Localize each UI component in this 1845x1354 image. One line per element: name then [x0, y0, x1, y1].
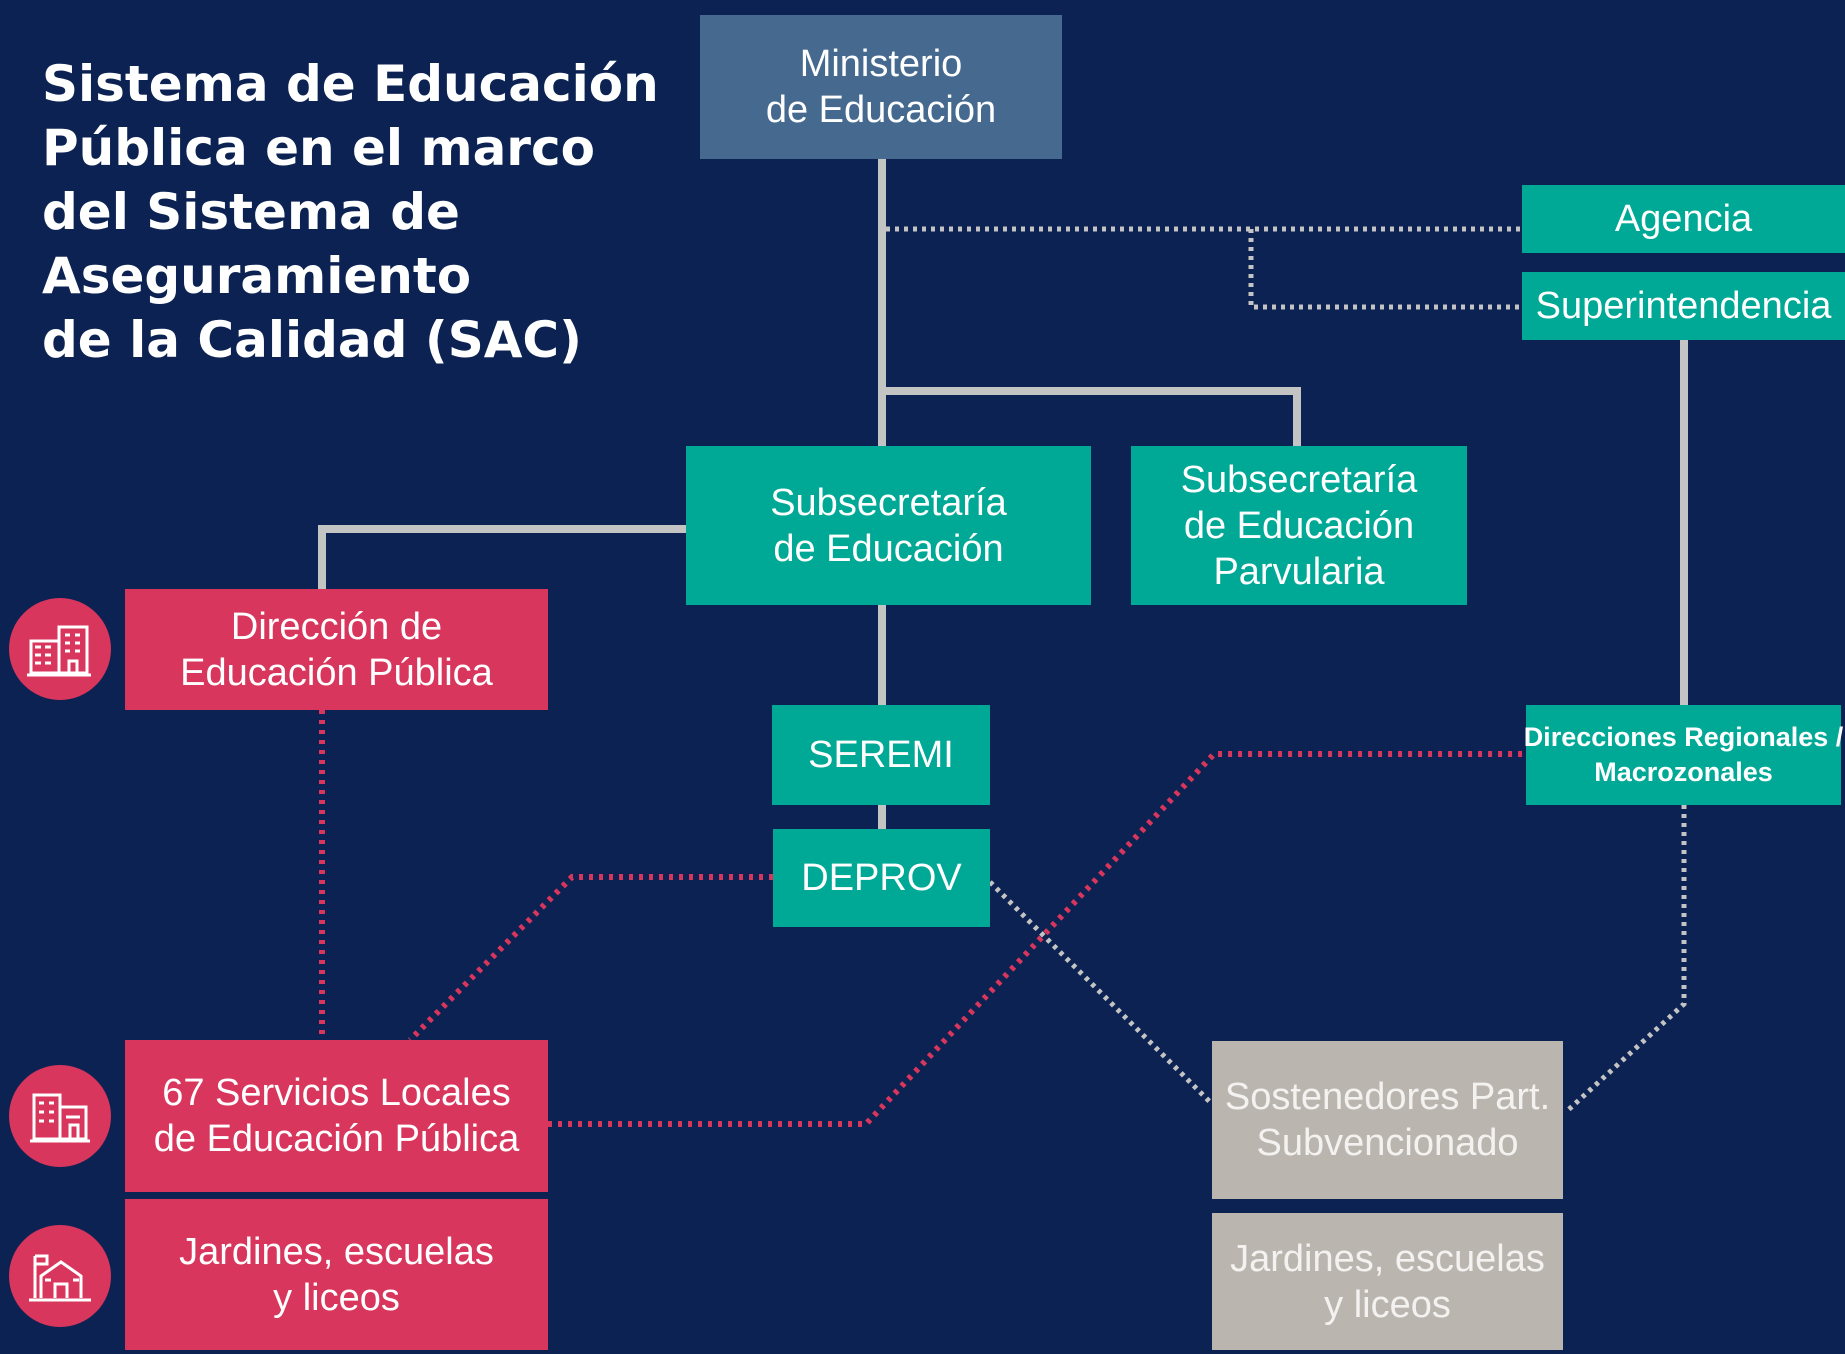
solid-connectors — [318, 159, 1688, 829]
node-label: SEREMI — [808, 734, 954, 776]
title-line: Sistema de Educación — [42, 55, 659, 113]
dotted-line-superintendencia — [1248, 229, 1522, 310]
line-ministerio-parvularia — [882, 387, 1301, 446]
node-jardines-subvencionados: Jardines, escuelas y liceos — [1212, 1213, 1563, 1350]
title-line: del Sistema de — [42, 183, 460, 241]
node-label: Agencia — [1614, 198, 1753, 240]
node-label: Dirección de — [230, 605, 443, 648]
title-line: Pública en el marco — [42, 119, 595, 177]
dotted-line-direcciones-sostenedores — [1564, 805, 1687, 1114]
node-label: DEPROV — [801, 857, 962, 899]
node-seremi: SEREMI — [772, 705, 990, 805]
dotted-line-deprov-servicios — [407, 874, 773, 1043]
node-direcciones-regionales: Direcciones Regionales / Macrozonales — [1523, 705, 1844, 805]
node-label: Jardines, escuelas — [179, 1230, 494, 1273]
node-label: Ministerio — [799, 43, 963, 85]
node-label: 67 Servicios Locales — [162, 1072, 511, 1114]
node-agencia: Agencia — [1522, 185, 1845, 253]
dotted-gray-connectors — [886, 226, 1687, 1114]
diagram-title: Sistema de Educación Pública en el marco… — [42, 52, 662, 372]
node-label: Macrozonales — [1594, 757, 1773, 787]
node-label: Superintendencia — [1535, 285, 1832, 327]
dotted-red-connectors — [319, 710, 1526, 1127]
node-subsecretaria-parvularia: Subsecretaría de Educación Parvularia — [1131, 446, 1467, 605]
node-sostenedores: Sostenedores Part. Subvencionado — [1212, 1041, 1563, 1199]
node-label: Educación Pública — [180, 651, 493, 694]
node-label: de Educación — [773, 527, 1004, 570]
node-subsecretaria-educacion: Subsecretaría de Educación — [686, 446, 1091, 605]
office-building-icon — [9, 1065, 111, 1167]
title-line: Aseguramiento — [42, 247, 472, 305]
dotted-line-servicios-direcciones — [548, 751, 1526, 1127]
node-label: y liceos — [273, 1276, 400, 1319]
school-icon — [9, 1225, 111, 1327]
node-label: Subsecretaría — [770, 481, 1007, 524]
node-label: Subsecretaría — [1180, 458, 1418, 501]
line-subsecretaria-direccion — [318, 525, 686, 589]
building-icon — [9, 598, 111, 700]
node-ministerio: Ministerio de Educación — [700, 15, 1062, 159]
node-superintendencia: Superintendencia — [1522, 272, 1845, 340]
node-label: de Educación — [765, 89, 997, 131]
node-label: Subvencionado — [1256, 1122, 1519, 1164]
node-label: Parvularia — [1213, 550, 1385, 593]
node-servicios-locales: 67 Servicios Locales de Educación Públic… — [125, 1040, 548, 1192]
node-label: Jardines, escuelas — [1230, 1237, 1545, 1280]
title-line: de la Calidad (SAC) — [42, 311, 582, 369]
node-label: y liceos — [1324, 1283, 1451, 1326]
node-deprov: DEPROV — [773, 829, 990, 927]
node-jardines-publicos: Jardines, escuelas y liceos — [125, 1199, 548, 1350]
node-direccion-educacion-publica: Dirección de Educación Pública — [125, 589, 548, 710]
dotted-line-deprov-sostenedores — [988, 880, 1214, 1106]
node-label: de Educación Pública — [153, 1118, 520, 1160]
node-label: Sostenedores Part. — [1224, 1076, 1551, 1118]
node-label: Direcciones Regionales / — [1523, 722, 1844, 752]
node-label: de Educación — [1183, 504, 1415, 547]
